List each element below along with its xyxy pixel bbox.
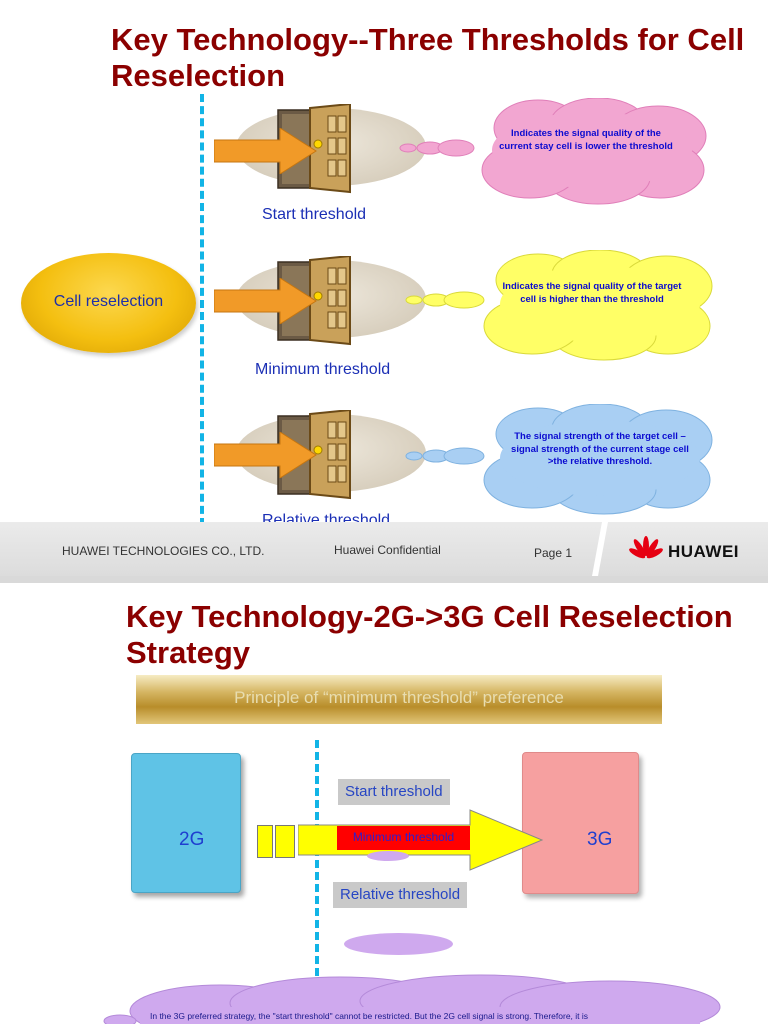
minimum-threshold-label: Minimum threshold [255, 361, 391, 378]
cell-reselection-label: Cell reselection [53, 293, 164, 310]
slide-1: Key Technology--Three Thresholds for Cel… [0, 22, 768, 576]
minimum-threshold-bar: Minimum threshold [337, 826, 470, 850]
open-door-icon [277, 410, 351, 500]
arrow-right-icon [214, 278, 317, 324]
thought-cloud-blue [405, 404, 713, 515]
footer-confidential: Huawei Confidential [334, 543, 441, 557]
small-lilac-ellipse [367, 851, 409, 861]
box-2g-label: 2G [179, 829, 205, 850]
cell-reselection-ellipse: Cell reselection [21, 253, 196, 353]
footer-page-number: Page 1 [534, 546, 573, 560]
yellow-block-1 [257, 825, 273, 858]
huawei-logo-text: HUAWEI [668, 542, 739, 561]
arrow-right-icon [214, 432, 317, 478]
slide-1-title: Key Technology--Three Thresholds for Cel… [111, 22, 745, 93]
start-threshold-box: Start threshold [338, 779, 450, 805]
slide-separator [0, 576, 768, 583]
principle-banner-text: Principle of “minimum threshold” prefere… [234, 688, 564, 707]
footer-company: HUAWEI TECHNOLOGIES CO., LTD. [62, 544, 265, 558]
divider-dashed-line [315, 740, 319, 976]
box-3g-label: 3G [587, 829, 613, 850]
thought-cloud-lilac [103, 974, 721, 1024]
relative-threshold-box: Relative threshold [333, 882, 468, 908]
bottom-note-text: In the 3G preferred strategy, the "start… [150, 1011, 589, 1021]
huawei-logo-icon [629, 536, 663, 559]
slide-footer: HUAWEI TECHNOLOGIES CO., LTD. Huawei Con… [0, 522, 768, 576]
slide-2-title: Key Technology-2G->3G Cell Reselection S… [126, 599, 733, 670]
arrow-right-icon [214, 128, 317, 174]
start-threshold-label: Start threshold [262, 206, 367, 223]
box-2g [131, 753, 241, 893]
minimum-threshold-bar-label: Minimum threshold [352, 830, 455, 844]
lilac-ellipse [344, 933, 453, 955]
start-threshold-cloud-text: Indicates the signal quality of the curr… [499, 128, 673, 152]
thought-cloud-yellow [405, 250, 713, 361]
minimum-threshold-cloud-text: Indicates the signal quality of the targ… [502, 281, 682, 305]
yellow-block-2 [275, 825, 295, 858]
divider-dashed-line [200, 94, 204, 526]
box-3g [522, 752, 639, 894]
slide-2: Key Technology-2G->3G Cell Reselection S… [0, 583, 768, 1024]
footer-divider-slash [592, 522, 608, 576]
relative-threshold-cloud-text: The signal strength of the target cell –… [511, 431, 689, 467]
principle-banner: Principle of “minimum threshold” prefere… [136, 675, 662, 724]
thought-cloud-pink [399, 98, 707, 205]
